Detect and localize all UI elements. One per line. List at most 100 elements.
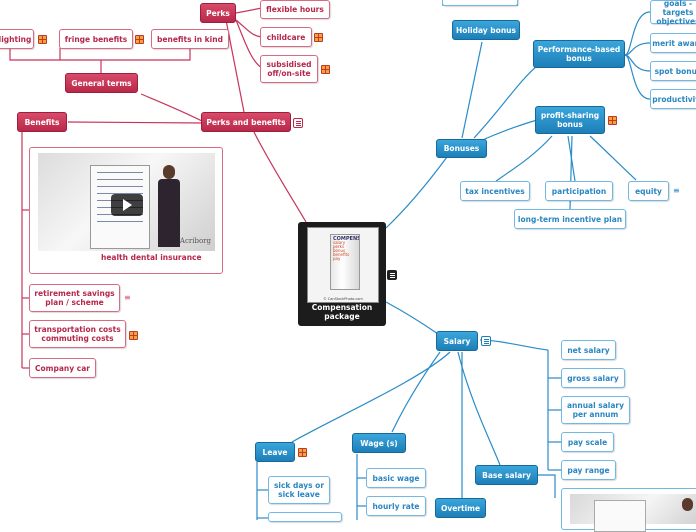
central-topic[interactable]: COMPENSATION salary perks bonus benefits… <box>298 222 386 326</box>
perks-note-icon[interactable] <box>293 118 303 128</box>
basic-wage-label: basic wage <box>372 473 420 483</box>
bonuses-label: Bonuses <box>443 144 480 153</box>
lighting-node[interactable]: lighting <box>0 29 34 49</box>
salary-node[interactable]: Salary <box>436 331 478 351</box>
perks-and-benefits-node[interactable]: Perks and benefits <box>201 112 291 132</box>
central-topic-image: COMPENSATION salary perks bonus benefits… <box>307 227 379 303</box>
wage-label: Wage (s) <box>360 438 398 448</box>
goals-objectives-label: goals - targets objectives <box>656 0 696 26</box>
sick-days-node[interactable]: sick days or sick leave <box>268 476 330 504</box>
truncated-leave-child-node[interactable] <box>268 512 342 522</box>
cover-title: COMPENSATION <box>333 236 359 242</box>
annual-salary-label: annual salary per annum <box>566 401 625 419</box>
benefits-in-kind-label: benefits in kind <box>157 34 223 44</box>
pay-range-node[interactable]: pay range <box>561 460 616 480</box>
hourly-rate-label: hourly rate <box>372 501 420 511</box>
long-term-incentive-plan-label: long-term incentive plan <box>517 214 623 224</box>
gift-icon <box>314 33 323 42</box>
productivity-node[interactable]: productivity <box>650 89 696 109</box>
goals-objectives-node[interactable]: goals - targets objectives <box>650 0 696 26</box>
annual-salary-node[interactable]: annual salary per annum <box>561 396 630 424</box>
overtime-label: Overtime <box>440 503 481 513</box>
long-term-incentive-plan-node[interactable]: long-term incentive plan <box>514 209 626 229</box>
participation-node[interactable]: participation <box>545 181 613 201</box>
gift-icon <box>321 65 330 74</box>
fringe-benefits-label: fringe benefits <box>64 34 128 44</box>
company-car-label: Company car <box>35 363 90 373</box>
video-brand: Acriborg <box>179 237 211 245</box>
company-car-node[interactable]: Company car <box>29 358 96 378</box>
pay-range-label: pay range <box>567 465 610 475</box>
tax-incentives-label: tax incentives <box>465 186 525 196</box>
gross-salary-node[interactable]: gross salary <box>561 368 625 388</box>
transportation-costs-node[interactable]: transportation costs commuting costs <box>29 320 126 348</box>
base-salary-label: Base salary <box>482 470 531 480</box>
presenter-illustration <box>156 165 182 247</box>
childcare-label: childcare <box>266 32 306 42</box>
profit-sharing-bonus-node[interactable]: profit-sharing bonus <box>535 106 605 134</box>
performance-based-bonus-label: Performance-based bonus <box>537 45 621 63</box>
pay-scale-label: pay scale <box>567 437 608 447</box>
equity-node[interactable]: equity <box>628 181 669 201</box>
general-terms-node[interactable]: General terms <box>65 73 138 93</box>
compensation-box-illustration: COMPENSATION salary perks bonus benefits… <box>330 234 360 290</box>
merit-award-node[interactable]: merit award <box>650 33 696 53</box>
top-truncated-node[interactable] <box>442 0 518 6</box>
gift-icon <box>608 116 617 125</box>
fringe-benefits-node[interactable]: fringe benefits <box>59 29 133 49</box>
benefits-node[interactable]: Benefits <box>17 112 67 132</box>
list-icon: ≡ <box>673 186 680 195</box>
tax-incentives-node[interactable]: tax incentives <box>460 181 530 201</box>
general-terms-label: General terms <box>71 78 132 88</box>
central-topic-title: Compensation package <box>311 303 373 321</box>
productivity-label: productivity <box>652 94 696 104</box>
play-icon[interactable] <box>111 194 143 216</box>
perks-and-benefits-label: Perks and benefits <box>206 117 286 127</box>
leave-label: Leave <box>262 447 288 457</box>
cover-copyright: © CanStockPhoto.com <box>323 297 363 301</box>
base-salary-node[interactable]: Base salary <box>475 465 538 485</box>
health-dental-insurance-node[interactable]: Acriborg health dental insurance <box>29 147 223 274</box>
benefits-in-kind-node[interactable]: benefits in kind <box>151 29 229 49</box>
lighting-label: lighting <box>0 34 32 44</box>
list-icon: ≡ <box>124 293 131 302</box>
subsidised-offsite-label: subsidised off/on-site <box>266 60 312 78</box>
participation-label: participation <box>551 186 607 196</box>
merit-award-label: merit award <box>652 38 696 48</box>
hourly-rate-node[interactable]: hourly rate <box>366 496 426 516</box>
salary-note-icon[interactable] <box>481 336 491 346</box>
spot-bonus-node[interactable]: spot bonus <box>650 61 696 81</box>
central-note-icon[interactable] <box>387 270 397 280</box>
flexible-hours-node[interactable]: flexible hours <box>260 0 330 19</box>
perks-node[interactable]: Perks <box>200 3 236 23</box>
overtime-node[interactable]: Overtime <box>435 498 486 518</box>
subsidised-offsite-node[interactable]: subsidised off/on-site <box>260 55 318 83</box>
spot-bonus-label: spot bonus <box>654 66 696 76</box>
gift-icon <box>129 331 138 340</box>
flexible-hours-label: flexible hours <box>266 5 324 14</box>
net-salary-label: net salary <box>567 345 610 355</box>
wage-node[interactable]: Wage (s) <box>352 433 406 453</box>
cover-words: salary perks bonus benefits pay <box>333 240 350 261</box>
leave-node[interactable]: Leave <box>255 442 295 462</box>
salary-label: Salary <box>443 336 471 346</box>
holiday-bonus-node[interactable]: Holiday bonus <box>452 20 520 40</box>
video-thumbnail[interactable]: Acriborg <box>38 153 215 251</box>
health-dental-insurance-label: health dental insurance <box>101 253 202 262</box>
bonuses-node[interactable]: Bonuses <box>436 139 487 158</box>
gift-icon <box>38 35 47 44</box>
profit-sharing-bonus-label: profit-sharing bonus <box>540 111 600 129</box>
retirement-savings-label: retirement savings plan / scheme <box>34 289 115 307</box>
perks-label: Perks <box>206 8 230 18</box>
basic-wage-node[interactable]: basic wage <box>366 468 426 488</box>
holiday-bonus-label: Holiday bonus <box>456 25 516 35</box>
performance-based-bonus-node[interactable]: Performance-based bonus <box>533 40 625 68</box>
retirement-savings-node[interactable]: retirement savings plan / scheme <box>29 284 120 312</box>
net-salary-node[interactable]: net salary <box>561 340 616 360</box>
gift-icon <box>298 448 307 457</box>
base-salary-image-node[interactable] <box>561 488 696 532</box>
childcare-node[interactable]: childcare <box>260 27 312 47</box>
benefits-label: Benefits <box>24 117 60 127</box>
pay-scale-node[interactable]: pay scale <box>561 432 614 452</box>
